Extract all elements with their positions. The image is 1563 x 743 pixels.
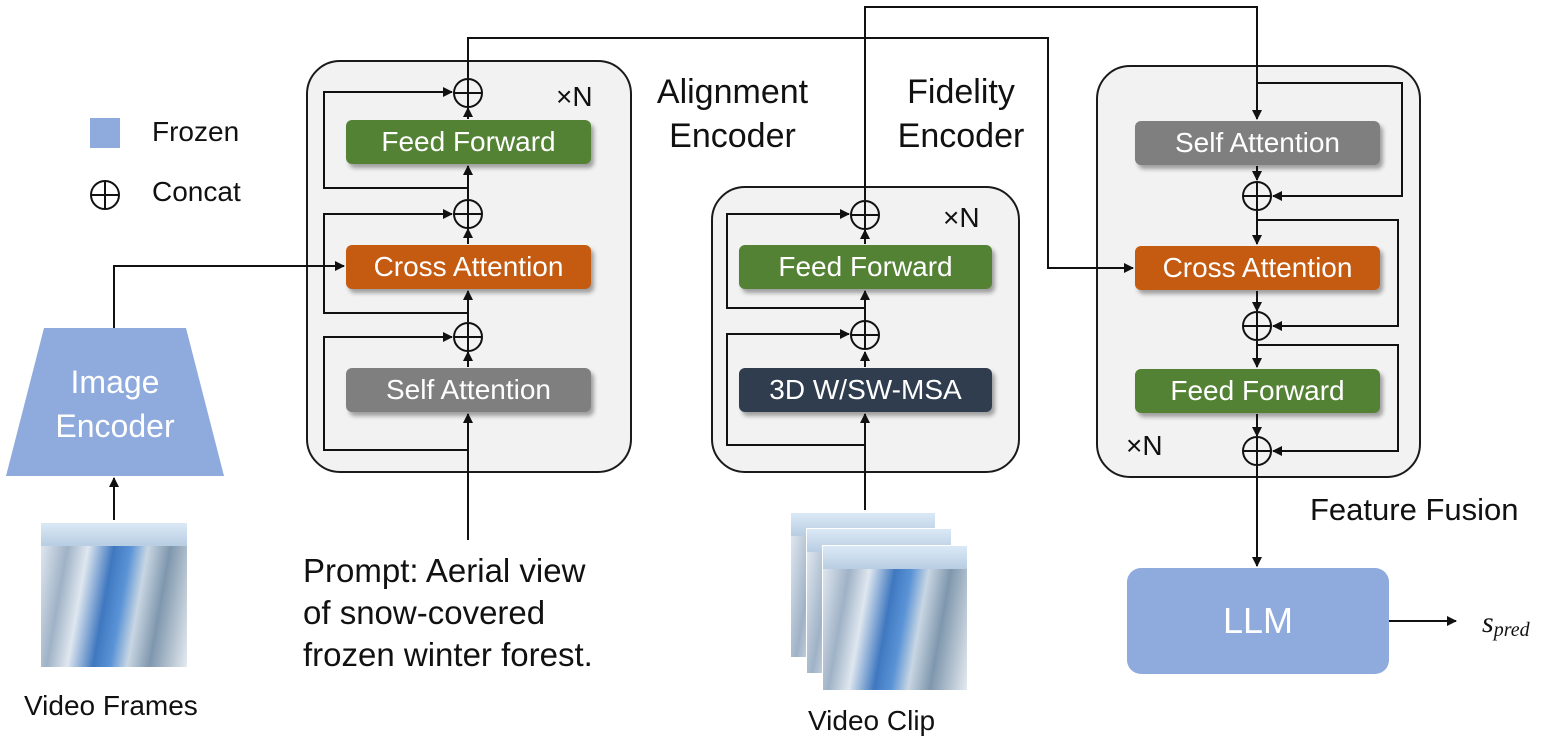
fusion-cross-attention-block: Cross Attention [1135, 246, 1380, 290]
output-subscript: pred [1493, 619, 1530, 642]
fidelity-encoder-title: Fidelity Encoder [897, 73, 1025, 155]
fusion-feed-forward-block: Feed Forward [1135, 369, 1380, 413]
fidelity-feed-forward-block: Feed Forward [739, 245, 992, 289]
feature-fusion-title: Feature Fusion [1310, 492, 1519, 527]
fusion-self-attention-block: Self Attention [1135, 121, 1380, 165]
image-encoder-label: Image Encoder [55, 364, 175, 444]
concat-node-fusion-3 [1242, 436, 1272, 466]
llm-block: LLM [1127, 568, 1389, 674]
video-frames-thumbnail [40, 522, 188, 668]
concat-node-fidelity-top [850, 200, 880, 230]
legend-frozen-label: Frozen [152, 116, 240, 147]
alignment-repeat-label: ×N [556, 81, 593, 112]
concat-node-alignment-bottom [453, 322, 483, 352]
concat-node-fidelity-bottom [850, 320, 880, 350]
legend-concat-label: Concat [152, 176, 241, 207]
llm-label: LLM [1222, 600, 1294, 641]
concat-node-alignment-mid [453, 199, 483, 229]
alignment-cross-attention-block: Cross Attention [346, 245, 591, 289]
image-encoder-shape [6, 328, 224, 476]
concat-node-fusion-2 [1242, 311, 1272, 341]
video-clip-label: Video Clip [808, 705, 936, 736]
alignment-encoder-title: Alignment Encoder [656, 73, 809, 155]
fidelity-msa-block: 3D W/SW-MSA [739, 368, 992, 412]
legend-frozen-swatch [90, 118, 120, 148]
alignment-feed-forward-block: Feed Forward [346, 120, 591, 164]
fidelity-repeat-label: ×N [943, 202, 980, 233]
prompt-text: Prompt: Aerial view of snow-covered froz… [303, 552, 593, 673]
concat-node-alignment-top [453, 78, 483, 108]
concat-icon [90, 180, 120, 210]
video-clip-frame-3 [822, 545, 968, 691]
output-score: spred [1482, 606, 1530, 642]
concat-node-fusion-1 [1242, 181, 1272, 211]
output-symbol: s [1482, 606, 1494, 639]
alignment-self-attention-block: Self Attention [346, 368, 591, 412]
fusion-repeat-label: ×N [1126, 430, 1163, 461]
video-frames-label: Video Frames [24, 690, 198, 721]
